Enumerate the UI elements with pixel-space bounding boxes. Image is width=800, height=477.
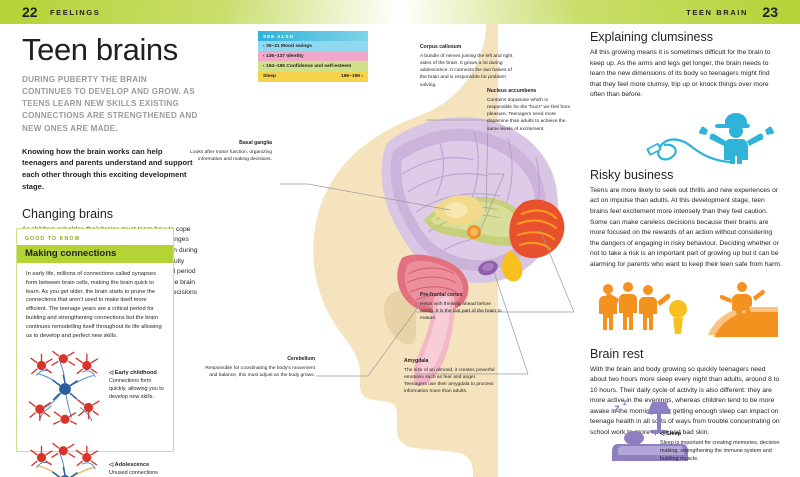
heading-brain-rest: Brain rest: [590, 346, 644, 361]
see-also-label-sleep: Sleep: [263, 74, 277, 80]
label-cerebellum: Cerebellum Responsible for coordinating …: [205, 356, 315, 379]
label-title-nucleus-accumbens: Nucleus accumbens: [487, 88, 537, 94]
label-title-pre-frontal-cortex: Pre-frontal cortex: [420, 292, 463, 298]
caption-text-early-childhood: Connections form quickly, allowing you t…: [109, 378, 164, 401]
caption-arrow-sleep: ◁: [660, 431, 665, 438]
svg-text:z: z: [614, 401, 620, 415]
caption-text-sleep: Sleep is important for creating memories…: [660, 439, 780, 462]
neuron-network-adolescence: [30, 442, 99, 477]
caption-early-childhood: ◁ Early childhood Connections form quick…: [109, 369, 167, 402]
good-to-know-box: GOOD TO KNOW Making connections In early…: [16, 228, 174, 477]
label-text-pre-frontal-cortex: Helps with thinking ahead before acting.…: [420, 301, 502, 322]
label-pre-frontal-cortex: Pre-frontal cortex Helps with thinking a…: [420, 292, 504, 322]
section-heading-changing-brains: Changing brains: [22, 206, 114, 221]
standfirst: DURING PUBERTY THE BRAIN CONTINUES TO DE…: [22, 75, 198, 133]
label-text-corpus-callosum: A bundle of nerves joining the left and …: [420, 53, 513, 88]
label-nucleus-accumbens: Nucleus accumbens Contains dopamine whic…: [487, 88, 573, 133]
body-risky-business: Teens are more likely to seek out thrill…: [590, 186, 782, 268]
heading-explaining-clumsiness: Explaining clumsiness: [590, 30, 713, 44]
running-head-right: TEEN BRAIN: [686, 8, 748, 17]
body-explaining-clumsiness: All this growing means it is sometimes d…: [590, 49, 771, 99]
label-basal-ganglia: Basal ganglia Looks after motor function…: [182, 140, 272, 163]
svg-text:z: z: [623, 398, 627, 407]
label-corpus-callosum: Corpus callosum A bundle of nerves joini…: [420, 44, 516, 89]
clumsy-teen-illustration: [646, 112, 774, 164]
brain-illustration: [188, 24, 608, 477]
caption-arrow-adolescence: ◁: [109, 461, 114, 468]
see-also-row-mood-swings[interactable]: ‹ 30–31 Mood swings: [258, 41, 368, 52]
see-also-label-identity: ‹ 136–137 Identity: [263, 53, 304, 59]
page-number-right: 23: [762, 4, 778, 20]
risky-business-illustration: [599, 281, 778, 337]
label-text-cerebellum: Responsible for coordinating the body's …: [205, 365, 315, 378]
see-also-heading: SEE ALSO: [258, 31, 368, 41]
label-title-cerebellum: Cerebellum: [287, 356, 315, 362]
good-to-know-heading: Making connections: [17, 245, 173, 263]
head-brain-svg: [280, 24, 575, 477]
caption-adolescence: ◁ Adolescence Unused connections fade aw…: [109, 461, 167, 477]
caption-title-early-childhood: Early childhood: [114, 369, 157, 376]
caption-sleep: ◁ Sleep Sleep is important for creating …: [660, 430, 782, 463]
label-amygdala: Amygdala The size of an almond, it creat…: [404, 358, 500, 396]
heading-risky-business: Risky business: [590, 167, 674, 182]
section-explaining-clumsiness: Explaining clumsiness All this growing m…: [590, 30, 782, 101]
caption-title-adolescence: Adolescence: [114, 461, 150, 468]
right-column: Explaining clumsiness All this growing m…: [590, 30, 782, 447]
see-also-row-sleep[interactable]: Sleep 196–199 ›: [258, 71, 368, 82]
good-to-know-body: In early life, millions of connections c…: [26, 271, 162, 339]
see-also-row-identity[interactable]: ‹ 136–137 Identity: [258, 51, 368, 62]
neuron-diagram-adolescence-row: ◁ Adolescence Unused connections fade aw…: [17, 439, 173, 477]
neuron-network-early-childhood: [28, 350, 100, 425]
label-title-amygdala: Amygdala: [404, 358, 429, 364]
page-title: Teen brains: [22, 32, 178, 67]
caption-title-sleep: Sleep: [665, 431, 682, 438]
sleeping-figure-illustration: z z: [612, 398, 688, 461]
header-band-right: [400, 0, 800, 24]
page-number-left: 22: [22, 4, 38, 20]
see-also-label-confidence: ‹ 194–195 Confidence and self-esteem: [263, 63, 352, 69]
see-also-box: SEE ALSO ‹ 30–31 Mood swings ‹ 136–137 I…: [258, 31, 368, 82]
running-head-left: FEELINGS: [50, 8, 101, 17]
body-brain-rest: With the brain and body growing so quick…: [590, 365, 780, 436]
see-also-row-confidence[interactable]: ‹ 194–195 Confidence and self-esteem: [258, 61, 368, 72]
label-text-basal-ganglia: Looks after motor function, organizing i…: [190, 149, 272, 162]
header-band-left: [0, 0, 400, 24]
label-text-nucleus-accumbens: Contains dopamine which is responsible f…: [487, 97, 571, 132]
caption-text-adolescence: Unused connections fade away, while thos…: [109, 470, 158, 477]
see-also-pages-sleep: 196–199 ›: [340, 74, 363, 80]
label-text-amygdala: The size of an almond, it creates powerf…: [404, 367, 495, 395]
see-also-label-mood-swings: ‹ 30–31 Mood swings: [263, 43, 312, 49]
good-to-know-kicker: GOOD TO KNOW: [25, 236, 81, 242]
section-brain-rest: Brain rest With the brain and body growi…: [590, 347, 782, 439]
caption-arrow-early-childhood: ◁: [109, 369, 114, 376]
label-title-corpus-callosum: Corpus callosum: [420, 44, 462, 50]
label-title-basal-ganglia: Basal ganglia: [239, 140, 272, 146]
intro-paragraph: Knowing how the brain works can help tee…: [22, 146, 193, 191]
neuron-diagram-early-childhood-row: ◁ Early childhood Connections form quick…: [17, 347, 173, 433]
section-risky-business: Risky business Teens are more likely to …: [590, 168, 782, 271]
